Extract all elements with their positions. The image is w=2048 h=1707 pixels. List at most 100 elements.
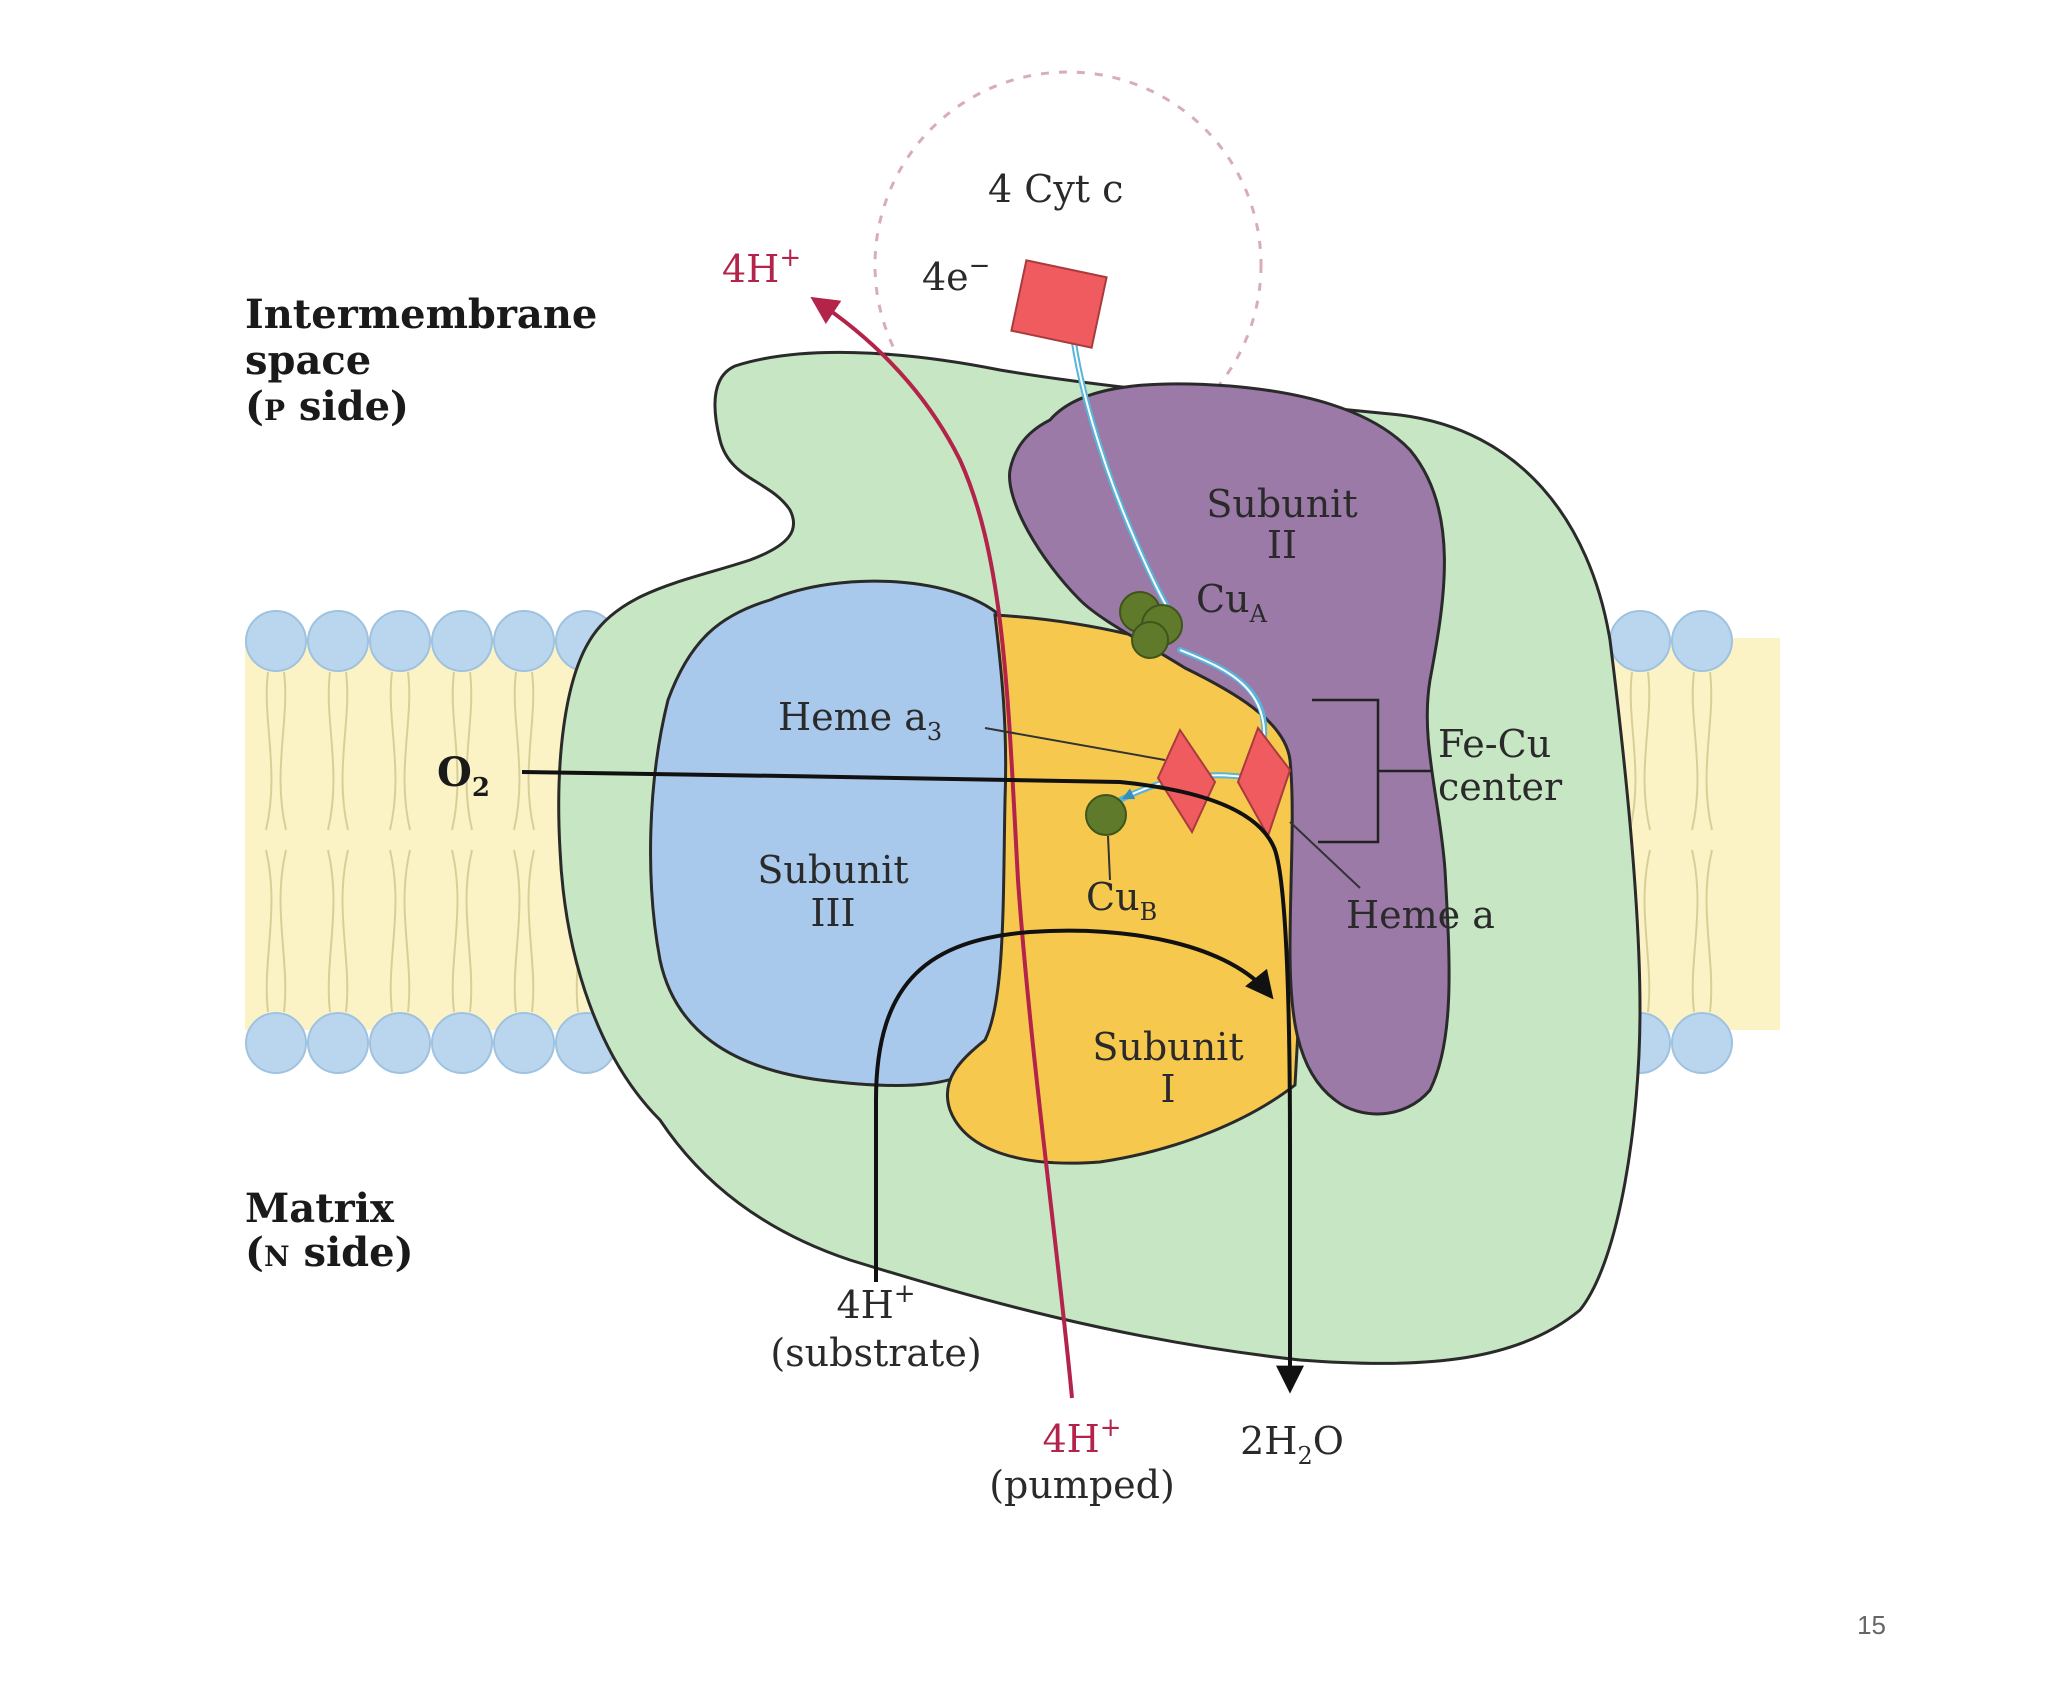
electron-path-inner xyxy=(1071,327,1177,622)
subunit-ii-shape xyxy=(1008,382,1451,1116)
heme-a3-sub: 3 xyxy=(927,718,942,746)
lipid-head xyxy=(307,610,369,672)
lipid-head xyxy=(1671,1012,1733,1074)
cu-b-label: CuB xyxy=(1086,875,1157,926)
lipid-tail xyxy=(1629,671,1637,831)
lipid-head xyxy=(369,610,431,672)
cyt-c-label: 4 Cyt c xyxy=(988,167,1123,211)
electrons-text: 4e xyxy=(922,255,969,299)
lipid-tail xyxy=(451,849,459,1013)
fe-cu-bracket xyxy=(1312,698,1432,844)
subunit-iii-line2: III xyxy=(810,891,855,935)
subunit-ii-label: Subunit xyxy=(1206,482,1357,526)
lipid-tail xyxy=(341,671,349,831)
intermembrane-label-line2: space xyxy=(245,337,371,384)
o2-path xyxy=(521,770,1304,1394)
lipid-tail xyxy=(403,849,411,1013)
subunit-iii-line1: Subunit xyxy=(757,848,908,892)
h-pumped-label: 4H+ xyxy=(1042,1413,1121,1461)
subunit-i-line1: Subunit xyxy=(1092,1025,1243,1069)
pumped-text: (pumped) xyxy=(989,1463,1175,1507)
slide-number: 15 xyxy=(1857,1610,1886,1640)
cu-a-label: CuA xyxy=(1196,577,1268,628)
lipid-head xyxy=(369,1012,431,1074)
lipid-tail xyxy=(465,849,473,1013)
intermembrane-line3-small: P xyxy=(264,394,285,427)
h-top-sup: + xyxy=(779,243,801,273)
lipid-tail xyxy=(389,671,397,831)
heme-a3-text: Heme a xyxy=(778,695,927,739)
heme-a-label: Heme a xyxy=(1346,893,1495,937)
lipid-head xyxy=(431,610,493,672)
heme-a-leader xyxy=(1289,821,1361,889)
intermembrane-line3-suffix: side) xyxy=(285,383,409,430)
subunit-i-line2: I xyxy=(1160,1067,1175,1111)
subunit-ii-line2: II xyxy=(1267,523,1297,567)
cu-a-sub: A xyxy=(1249,600,1268,628)
matrix-line2-suffix: side) xyxy=(290,1229,414,1276)
lipid-head xyxy=(431,1012,493,1074)
heme-a3-leader xyxy=(984,727,1166,761)
lipid-head xyxy=(245,1012,307,1074)
h-substrate-sup: + xyxy=(894,1279,916,1309)
lipid-tail xyxy=(513,671,521,831)
lipid-head xyxy=(1671,610,1733,672)
matrix-line2-prefix: ( xyxy=(245,1229,264,1276)
h-top-text: 4H xyxy=(722,247,779,291)
lipid-tail xyxy=(327,849,335,1013)
intermembrane-line3-prefix: ( xyxy=(245,383,264,430)
lipid-tail xyxy=(279,849,287,1013)
h-substrate-text: 4H xyxy=(836,1283,893,1327)
h-pumped-text: 4H xyxy=(1042,1417,1099,1461)
substrate-text: (substrate) xyxy=(770,1331,981,1375)
matrix-line2-small: N xyxy=(264,1240,290,1273)
subunit-i-label: Subunit xyxy=(1092,1025,1243,1069)
heme-a-text: Heme a xyxy=(1346,893,1495,937)
lipid-tail xyxy=(451,671,459,831)
matrix-label-line2: (N side) xyxy=(245,1229,414,1276)
h-pumped-sup: + xyxy=(1100,1413,1122,1443)
intermembrane-label: Intermembrane xyxy=(245,291,597,338)
heme-a3-label: Heme a3 xyxy=(778,695,942,746)
lipid-tail xyxy=(403,671,411,831)
h-substrate-label: 4H+ xyxy=(836,1279,915,1327)
lipid-head xyxy=(307,1012,369,1074)
lipid-tail xyxy=(465,671,473,831)
lipid-tail xyxy=(389,849,397,1013)
cu-b-text: Cu xyxy=(1086,875,1140,919)
cyt-c-square xyxy=(1010,259,1108,349)
lipid-tail xyxy=(1705,849,1713,1013)
lipid-head xyxy=(493,610,555,672)
cu-b-leader xyxy=(1107,835,1111,881)
lipid-tail xyxy=(1705,671,1713,831)
water-tail: O xyxy=(1313,1419,1344,1463)
fe-cu-label-line2: center xyxy=(1438,765,1563,809)
intermembrane-line1: Intermembrane xyxy=(245,291,597,338)
pumped-label: (pumped) xyxy=(989,1463,1175,1507)
cu-b-shape xyxy=(1085,794,1127,836)
matrix-label: Matrix xyxy=(245,1185,395,1232)
subunit-ii-line1: Subunit xyxy=(1206,482,1357,526)
subunit-iii-shape xyxy=(649,579,1019,1088)
proton-pump-path xyxy=(810,296,1074,1399)
lipid-tail xyxy=(327,671,335,831)
subunit-iii-label: Subunit xyxy=(757,848,908,892)
subunit-ii-label-line2: II xyxy=(1267,523,1297,567)
lipid-tail xyxy=(527,671,535,831)
matrix-line1: Matrix xyxy=(245,1185,395,1232)
lipid-tail xyxy=(1691,671,1699,831)
o2-label: O2 xyxy=(437,749,490,803)
electrons-sup: − xyxy=(969,251,991,281)
intermembrane-label-line3: (P side) xyxy=(245,383,409,430)
lipid-tail xyxy=(527,849,535,1013)
lipid-head xyxy=(245,610,307,672)
water-label: 2H2O xyxy=(1240,1419,1344,1470)
lipid-tail xyxy=(341,849,349,1013)
o2-sub: 2 xyxy=(472,773,490,803)
lipid-tail xyxy=(265,849,273,1013)
lipid-tail xyxy=(513,849,521,1013)
cu-a-text: Cu xyxy=(1196,577,1250,621)
cu-b-sub: B xyxy=(1140,898,1158,926)
water-text: 2H xyxy=(1240,1419,1297,1463)
